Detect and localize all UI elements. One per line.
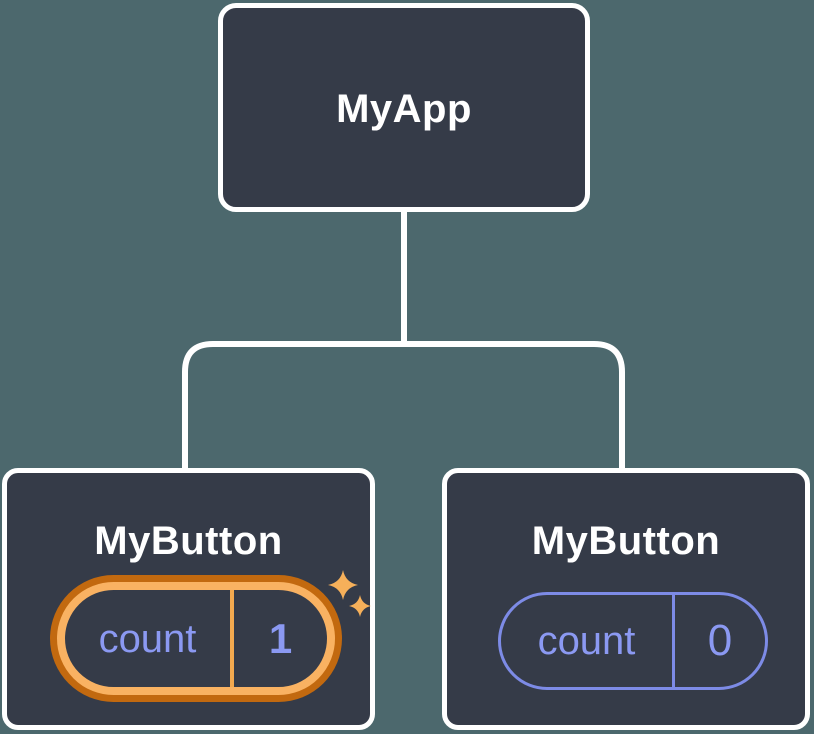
root-component-label: MyApp bbox=[336, 86, 472, 131]
child-component-node-right: MyButton count 0 bbox=[442, 468, 810, 730]
state-name-label: count bbox=[501, 595, 675, 687]
state-pill-plain: count 0 bbox=[498, 592, 768, 690]
state-name-label: count bbox=[65, 590, 234, 687]
child-component-label: MyButton bbox=[94, 519, 283, 563]
state-pill-highlighted: count 1 bbox=[57, 582, 335, 695]
child-component-node-left: MyButton count 1 bbox=[2, 468, 375, 730]
root-component-node: MyApp bbox=[218, 3, 590, 212]
state-value: 1 bbox=[268, 614, 293, 662]
child-component-label: MyButton bbox=[531, 519, 721, 563]
state-value: 0 bbox=[707, 616, 733, 665]
